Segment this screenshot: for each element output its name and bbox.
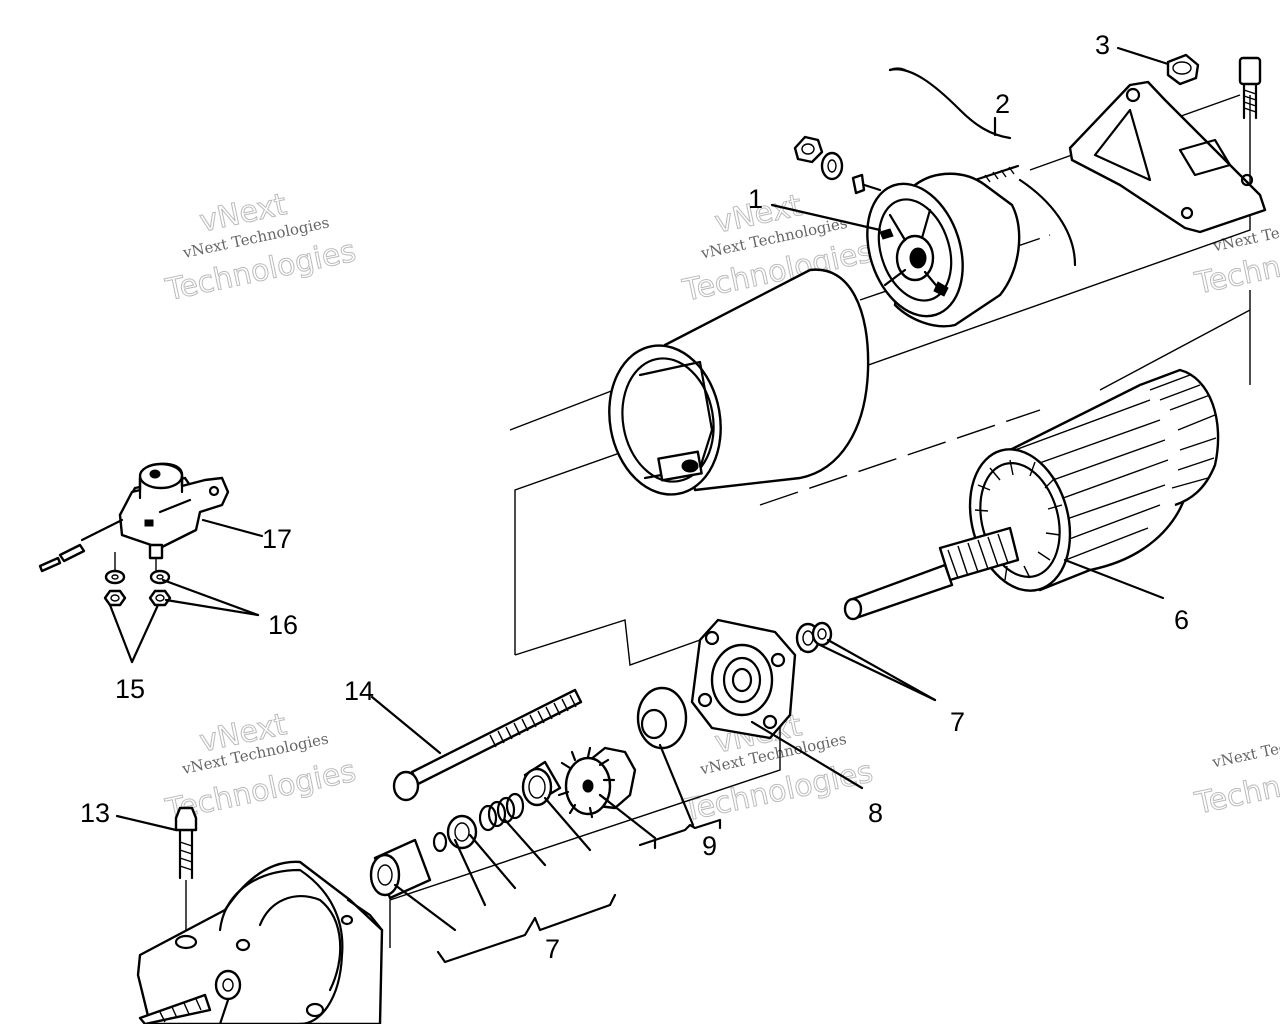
callout-2: 2 (995, 89, 1010, 119)
field-housing-cylinder[interactable] (598, 268, 870, 504)
part-7-collar[interactable] (446, 814, 478, 850)
watermark-left-top: vNext Technologies vNext Technologies (162, 187, 360, 309)
callout-9: 9 (702, 831, 717, 861)
callout-7-lower: 7 (545, 934, 560, 964)
part-2-end-cap-assembly[interactable] (888, 68, 1077, 267)
callout-7-upper: 7 (950, 707, 965, 737)
part-17-solenoid-body[interactable] (38, 462, 230, 573)
part-15-nuts[interactable] (103, 552, 172, 607)
callout-labels: 1 2 3 6 7 8 9 7 13 14 15 16 17 (80, 30, 1189, 964)
watermark-caption: vNext Technologies (1210, 723, 1280, 772)
part-9-thrust-washer[interactable] (636, 686, 688, 750)
nose-bracket-lower[interactable] (136, 860, 384, 1024)
pinion-drive-gear[interactable] (557, 746, 637, 819)
callout-17: 17 (262, 524, 292, 554)
callout-16: 16 (268, 610, 298, 640)
callout-13: 13 (80, 798, 110, 828)
part-1-nut-washer[interactable] (793, 135, 882, 195)
part-7-spring[interactable] (478, 792, 525, 832)
part-7-washers-right[interactable] (795, 621, 833, 654)
mounting-bracket-top[interactable] (1068, 80, 1267, 234)
part-8-drive-end-plate[interactable] (690, 618, 797, 740)
part-6-armature[interactable] (843, 368, 1220, 621)
callout-1: 1 (748, 184, 763, 214)
part-13-bolt[interactable] (174, 806, 198, 935)
leader-lines (108, 46, 1170, 1024)
mounting-bolt-right[interactable] (1238, 56, 1262, 120)
part-14-through-bolt[interactable] (392, 688, 583, 802)
part-3-nut[interactable] (1166, 53, 1200, 86)
part-7-bushing[interactable] (369, 838, 432, 900)
part-7-snap-ring[interactable] (432, 831, 448, 853)
watermark-right-bottom: Technologies vNext Technologies (1191, 723, 1280, 822)
part-7-drive-sleeve[interactable] (521, 760, 562, 807)
part-16-lock-washers[interactable] (104, 569, 171, 585)
callout-3: 3 (1095, 30, 1110, 60)
callout-15: 15 (115, 674, 145, 704)
callout-6: 6 (1174, 605, 1189, 635)
callout-8: 8 (868, 798, 883, 828)
part-1-brush-end-housing[interactable] (851, 171, 1021, 328)
callout-14: 14 (344, 676, 374, 706)
